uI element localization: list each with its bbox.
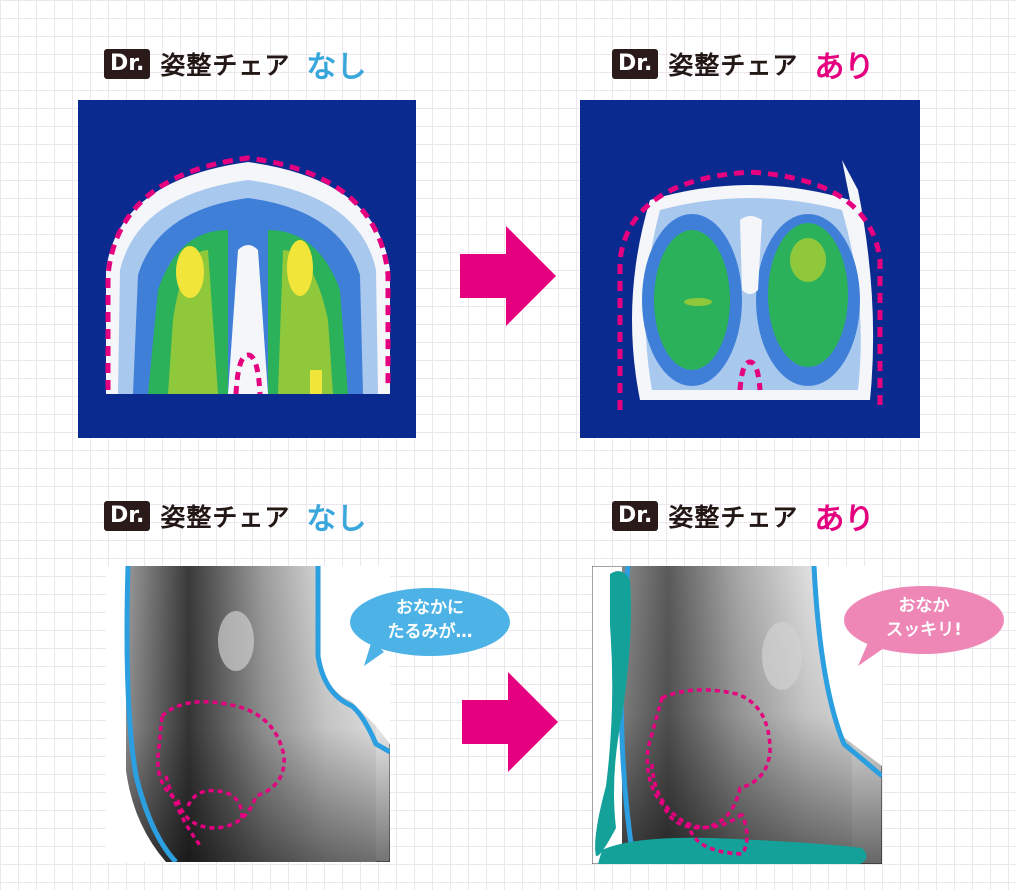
dr-badge: Dr. bbox=[104, 501, 151, 531]
product-name: 姿整チェア bbox=[668, 503, 799, 532]
label-bottom-with: Dr. 姿整チェアあり bbox=[612, 498, 874, 537]
label-top-with: Dr. 姿整チェアあり bbox=[612, 46, 874, 85]
xray-with bbox=[592, 566, 882, 864]
arrow-right-icon bbox=[462, 672, 558, 776]
xray-without bbox=[106, 566, 390, 862]
bubble-text-without: おなかに たるみが… bbox=[387, 598, 473, 642]
arrow-right-icon bbox=[460, 226, 556, 330]
product-name: 姿整チェア bbox=[160, 503, 291, 532]
product-name: 姿整チェア bbox=[668, 51, 799, 80]
without-text: なし bbox=[306, 50, 367, 85]
dr-badge: Dr. bbox=[612, 49, 659, 79]
label-top-without: Dr. 姿整チェアなし bbox=[104, 46, 366, 85]
speech-bubble-without bbox=[344, 586, 514, 666]
dr-badge: Dr. bbox=[104, 49, 151, 79]
with-text: あり bbox=[814, 502, 875, 537]
label-bottom-without: Dr. 姿整チェアなし bbox=[104, 498, 366, 537]
speech-bubble-with bbox=[838, 582, 1008, 666]
bubble-text-with: おなか スッキリ! bbox=[886, 596, 962, 640]
pressure-map-with bbox=[580, 100, 920, 438]
pressure-map-without bbox=[78, 100, 416, 438]
dr-badge: Dr. bbox=[612, 501, 659, 531]
with-text: あり bbox=[814, 50, 875, 85]
product-name: 姿整チェア bbox=[160, 51, 291, 80]
without-text: なし bbox=[306, 502, 367, 537]
